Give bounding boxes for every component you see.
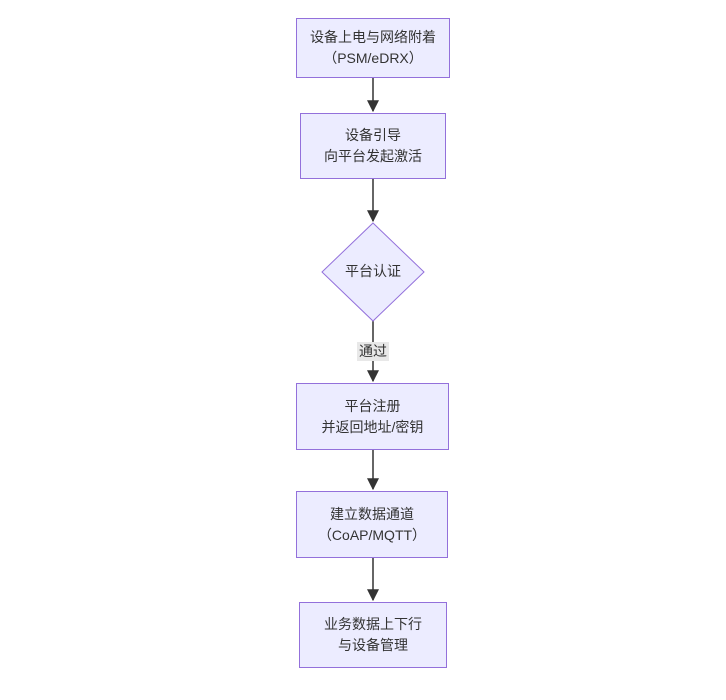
node-text-line: （PSM/eDRX） (323, 50, 423, 66)
node-text-line: 与设备管理 (338, 637, 408, 653)
node-platform-register: 平台注册 并返回地址/密钥 (296, 383, 449, 450)
node-platform-auth-diamond (321, 222, 425, 322)
node-platform-auth-label: 平台认证 (323, 261, 423, 282)
edge-label-text: 通过 (359, 343, 387, 359)
node-device-bootstrap: 设备引导 向平台发起激活 (300, 113, 446, 179)
node-text-line: 设备引导 (345, 127, 401, 143)
node-power-on-network-attach: 设备上电与网络附着 （PSM/eDRX） (296, 18, 450, 78)
node-text-line: 业务数据上下行 (324, 616, 422, 632)
node-establish-data-channel: 建立数据通道 （CoAP/MQTT） (296, 491, 448, 558)
edge-label-pass: 通过 (357, 342, 389, 361)
node-text-line: 平台认证 (345, 263, 401, 279)
node-text-line: 平台注册 (344, 397, 401, 414)
node-text-line: 向平台发起激活 (324, 148, 422, 164)
node-text-line: 并返回地址/密钥 (321, 418, 424, 435)
node-text-line: 设备上电与网络附着 (310, 29, 436, 45)
node-text-line: （CoAP/MQTT） (317, 526, 427, 543)
node-business-data-device-mgmt: 业务数据上下行 与设备管理 (299, 602, 447, 668)
node-text-line: 建立数据通道 (330, 505, 414, 522)
